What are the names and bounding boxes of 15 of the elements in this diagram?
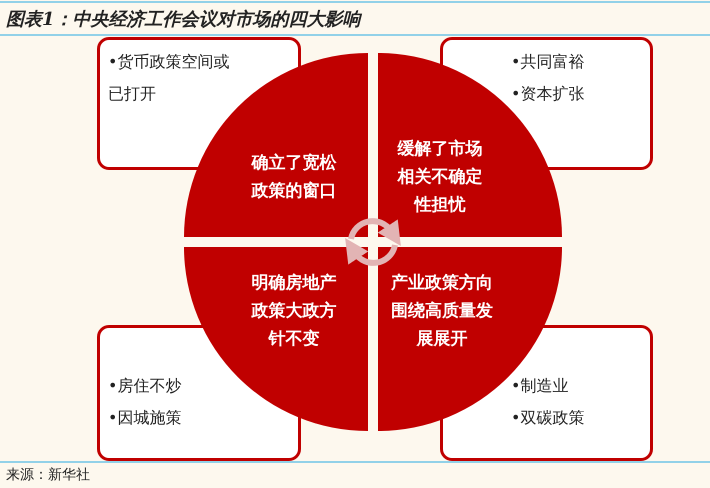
curved-arrow	[344, 238, 398, 266]
figure-title: 图表1：中央经济工作会议对市场的四大影响	[6, 8, 361, 31]
bullet-item: •制造业	[511, 375, 570, 397]
bullet-item: •资本扩张	[511, 83, 586, 105]
bullet-item: •因城施策	[108, 407, 182, 429]
curved-arrow	[348, 218, 402, 246]
quadrant-label: 缓解了市场相关不确定性担忧	[396, 138, 484, 217]
source-note: 来源：新华社	[6, 466, 90, 484]
bullet-item: •房住不炒	[108, 375, 182, 397]
bullet-item: •双碳政策	[511, 407, 586, 429]
bullet-item: •货币政策空间或已打开	[108, 51, 230, 105]
quadrant-label: 明确房地产政策大政方针不变	[250, 272, 338, 351]
bullet-item: •共同富裕	[511, 51, 586, 73]
quadrant-label: 确立了宽松政策的窗口	[250, 152, 338, 203]
quadrant-label: 产业政策方向围绕高质量发展展开	[390, 272, 494, 351]
